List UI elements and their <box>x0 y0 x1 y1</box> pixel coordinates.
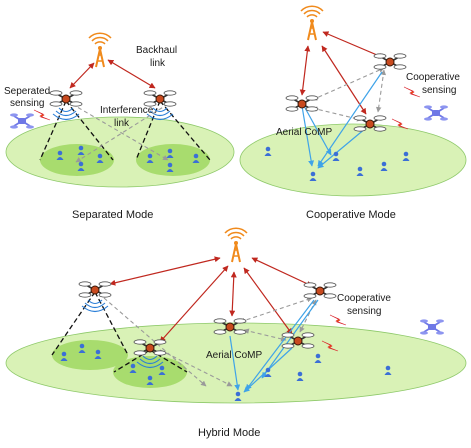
cooperation-link <box>375 69 387 113</box>
interference-label: Interference <box>100 105 154 116</box>
uav-icon <box>143 90 177 107</box>
comp-label: Aerial CoMP <box>276 127 332 138</box>
cell-tower-icon <box>300 5 324 41</box>
cooperative-mode-panel: Aerial CoMP Cooperative sensing Cooperat… <box>239 5 467 221</box>
comp-link <box>317 127 367 169</box>
interference-link <box>103 297 207 387</box>
separated-mode-caption: Separated Mode <box>72 209 153 221</box>
cooperative-mode-caption: Cooperative Mode <box>306 209 396 221</box>
backhaul-link <box>229 271 237 317</box>
comp-link <box>261 299 319 379</box>
comp-link <box>303 105 332 156</box>
lightning-icon <box>329 314 347 326</box>
backhaul-link <box>299 45 311 96</box>
comp-label: Aerial CoMP <box>206 350 262 361</box>
sensing-label: Cooperative <box>337 293 391 304</box>
uav-icon <box>78 280 112 299</box>
coverage-cell <box>136 144 210 176</box>
sensing-label: sensing <box>347 306 381 317</box>
backhaul-link <box>321 45 367 115</box>
cooperation-link <box>311 67 385 101</box>
cooperation-link <box>239 296 313 324</box>
coverage-cell <box>40 144 114 176</box>
interference-link <box>71 103 169 161</box>
cell-tower-icon <box>224 227 248 263</box>
drone-target-icon <box>9 112 35 130</box>
comp-link <box>245 299 315 391</box>
comp-link <box>317 71 383 167</box>
uav-icon <box>303 281 337 300</box>
drone-target-icon <box>423 104 449 122</box>
backhaul-label: Backhaul <box>136 45 177 56</box>
hybrid-mode-panel: Aerial CoMP Cooperative sensing Hybrid M… <box>5 227 467 439</box>
cooperation-link <box>299 299 317 333</box>
sensing-label: Seperated <box>4 86 50 97</box>
sensing-label: sensing <box>422 85 456 96</box>
coverage-cell <box>113 356 187 388</box>
hybrid-mode-caption: Hybrid Mode <box>198 427 260 439</box>
ground-area <box>239 123 467 197</box>
signal-waves-icon <box>52 107 80 121</box>
uav-icon <box>49 90 83 107</box>
cooperation-link <box>243 328 287 342</box>
lightning-icon <box>403 86 421 98</box>
backhaul-label: link <box>150 58 166 69</box>
comp-link <box>301 105 315 167</box>
uav-icon <box>373 52 407 70</box>
sensing-label: Cooperative <box>406 72 460 83</box>
backhaul-link <box>251 257 313 287</box>
backhaul-link <box>109 256 221 286</box>
cell-tower-icon <box>88 32 112 68</box>
backhaul-link <box>159 265 229 343</box>
separated-mode-panel: Backhaul link Seperated sensing Interfer… <box>4 32 235 221</box>
interference-label: link <box>114 118 130 129</box>
lightning-icon <box>33 109 51 121</box>
backhaul-link <box>322 31 385 59</box>
backhaul-link <box>69 62 95 89</box>
drone-target-icon <box>419 318 445 336</box>
comp-link <box>229 335 241 391</box>
sensing-label: sensing <box>10 98 44 109</box>
coverage-cell <box>52 340 128 370</box>
backhaul-link <box>107 59 156 89</box>
